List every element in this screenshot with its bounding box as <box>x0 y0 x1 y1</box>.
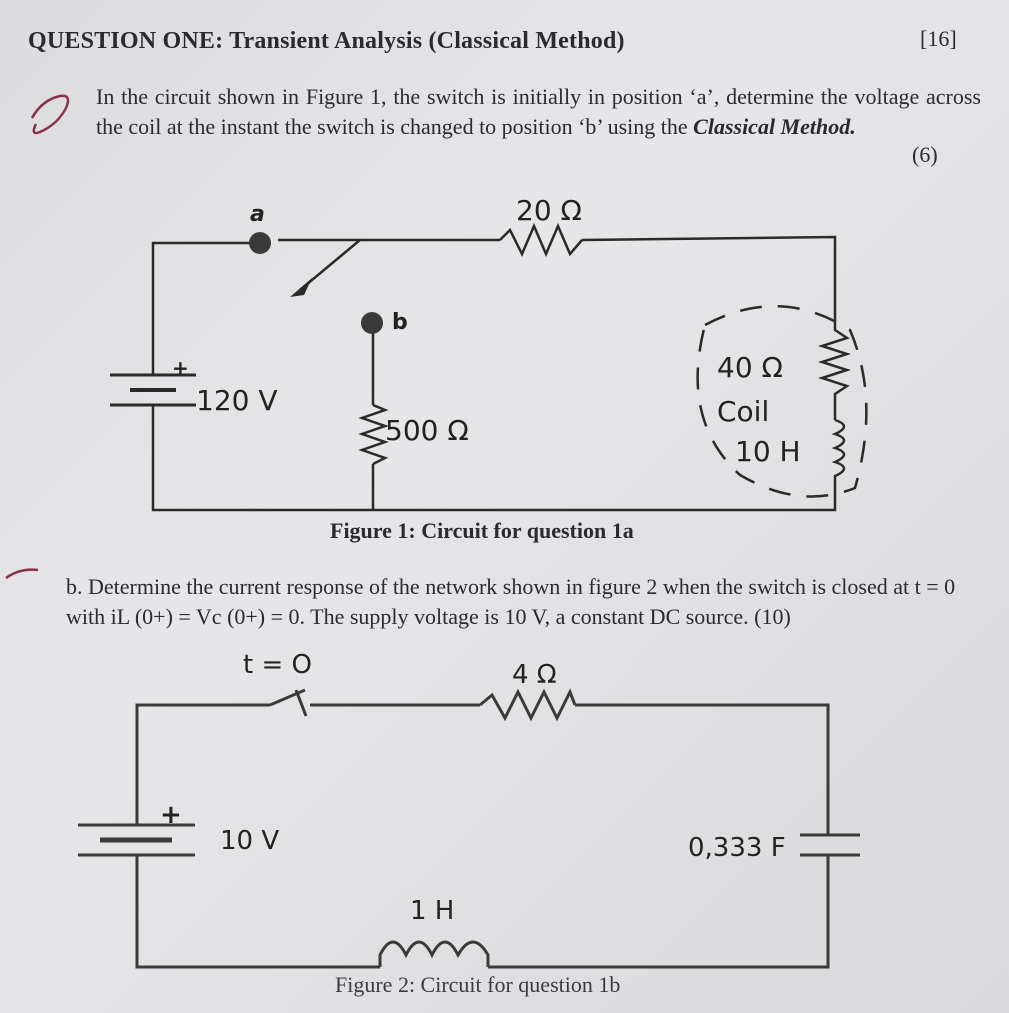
battery2-plus: + <box>160 800 182 830</box>
switch-t0-label: t = O <box>243 650 312 680</box>
question-title: QUESTION ONE: Transient Analysis (Classi… <box>28 28 625 54</box>
r20-label: 20 Ω <box>516 194 582 227</box>
question-a-method: Classical Method. <box>693 114 856 139</box>
battery1-plus: + <box>172 356 189 380</box>
question-b-text: b. Determine the current response of the… <box>66 572 971 632</box>
coil-l-label: 10 H <box>735 435 801 468</box>
capacitor-label: 0,333 F <box>688 833 786 863</box>
coil-dashed-boundary <box>696 304 868 498</box>
node-b-label: b <box>392 310 408 335</box>
question-a-body: In the circuit shown in Figure 1, the sw… <box>96 84 981 139</box>
question-b-marks: (10) <box>754 604 791 629</box>
switch-contact-b <box>361 312 383 334</box>
question-a-text: In the circuit shown in Figure 1, the sw… <box>96 82 981 142</box>
tick-mark-icon <box>30 94 70 135</box>
coil-label: Coil <box>717 395 770 428</box>
coil-r-label: 40 Ω <box>717 351 783 384</box>
r500-label: 500 Ω <box>385 414 469 447</box>
figure1-caption: Figure 1: Circuit for question 1a <box>330 518 634 543</box>
source1-label: 120 V <box>196 384 278 417</box>
node-a-label: a <box>250 202 265 227</box>
question-b-body: Determine the current response of the ne… <box>66 574 956 629</box>
source2-label: 10 V <box>220 826 280 856</box>
inductor-label: 1 H <box>410 896 455 926</box>
figure2-caption: Figure 2: Circuit for question 1b <box>335 972 621 997</box>
r4-label: 4 Ω <box>512 660 557 690</box>
tick-mark-icon-b <box>5 568 39 580</box>
question-total-marks: [16] <box>920 26 957 51</box>
question-a-marks: (6) <box>912 142 938 167</box>
switch-contact-a <box>249 232 271 254</box>
question-b-prefix: b. <box>66 574 83 599</box>
